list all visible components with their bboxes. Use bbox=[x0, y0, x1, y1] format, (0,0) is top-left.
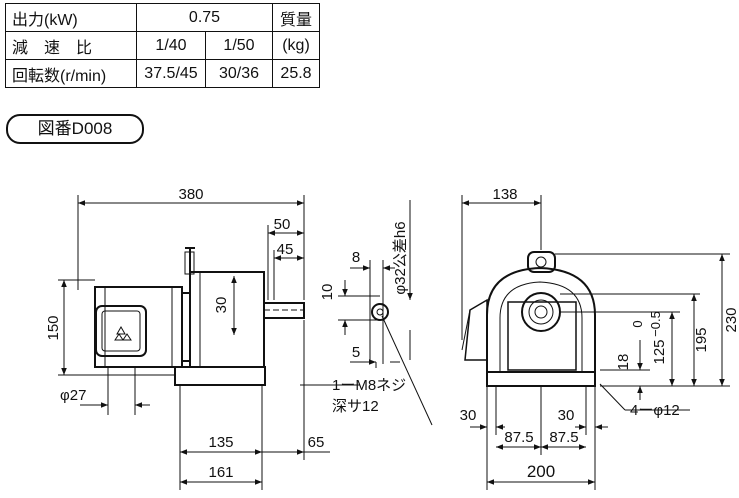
spec-row-ratio: 減 速 比 1/40 1/50 (kg) bbox=[5, 31, 320, 60]
holes-spec: 4ーφ12 bbox=[630, 402, 680, 419]
dim-125: 125 bbox=[651, 339, 668, 364]
dim-65: 65 bbox=[308, 434, 325, 451]
dim-18: 18 bbox=[615, 354, 632, 371]
dim-shaft-10: 10 bbox=[319, 284, 336, 301]
dim-380: 380 bbox=[178, 186, 203, 203]
dim-161: 161 bbox=[208, 464, 233, 481]
speed-1: 37.5/45 bbox=[136, 59, 206, 88]
dim-shaft-dia: φ32公差h6 bbox=[392, 221, 409, 294]
dim-shaft-8: 8 bbox=[352, 249, 360, 266]
dim-200: 200 bbox=[527, 462, 555, 481]
dim-50: 50 bbox=[274, 216, 291, 233]
dim-138: 138 bbox=[492, 186, 517, 203]
dim-tol-bottom: −0.5 bbox=[648, 311, 663, 337]
output-value: 0.75 bbox=[136, 3, 273, 32]
weight-unit: (kg) bbox=[272, 31, 320, 60]
dim-front-30-right: 30 bbox=[558, 407, 575, 424]
dim-195: 195 bbox=[693, 327, 710, 352]
dim-150: 150 bbox=[45, 315, 62, 340]
tap-spec-line2: 深サ12 bbox=[332, 398, 379, 415]
dim-230: 230 bbox=[723, 307, 739, 332]
weight-value: 25.8 bbox=[272, 59, 320, 88]
dim-front-30-left: 30 bbox=[460, 407, 477, 424]
dim-30-side: 30 bbox=[213, 297, 230, 314]
output-label: 出力(kW) bbox=[5, 3, 137, 32]
dim-45: 45 bbox=[277, 241, 294, 258]
ratio-label: 減 速 比 bbox=[5, 31, 137, 60]
drawing-id-badge: 図番D008 bbox=[6, 114, 144, 144]
dim-135: 135 bbox=[208, 434, 233, 451]
spec-table: 出力(kW) 0.75 質量 減 速 比 1/40 1/50 (kg) 回転数(… bbox=[5, 3, 320, 88]
speed-label: 回転数(r/min) bbox=[5, 59, 137, 88]
tap-spec-line1: 1ーM8ネジ bbox=[332, 377, 406, 394]
dim-phi27: φ27 bbox=[60, 387, 86, 404]
dim-shaft-5: 5 bbox=[352, 344, 360, 361]
dim-tol-top: 0 bbox=[630, 320, 645, 327]
dim-87-5-right: 87.5 bbox=[549, 429, 578, 446]
speed-2: 30/36 bbox=[205, 59, 273, 88]
spec-row-speed: 回転数(r/min) 37.5/45 30/36 25.8 bbox=[5, 59, 320, 88]
spec-row-output: 出力(kW) 0.75 質量 bbox=[5, 3, 320, 32]
dim-87-5-left: 87.5 bbox=[504, 429, 533, 446]
